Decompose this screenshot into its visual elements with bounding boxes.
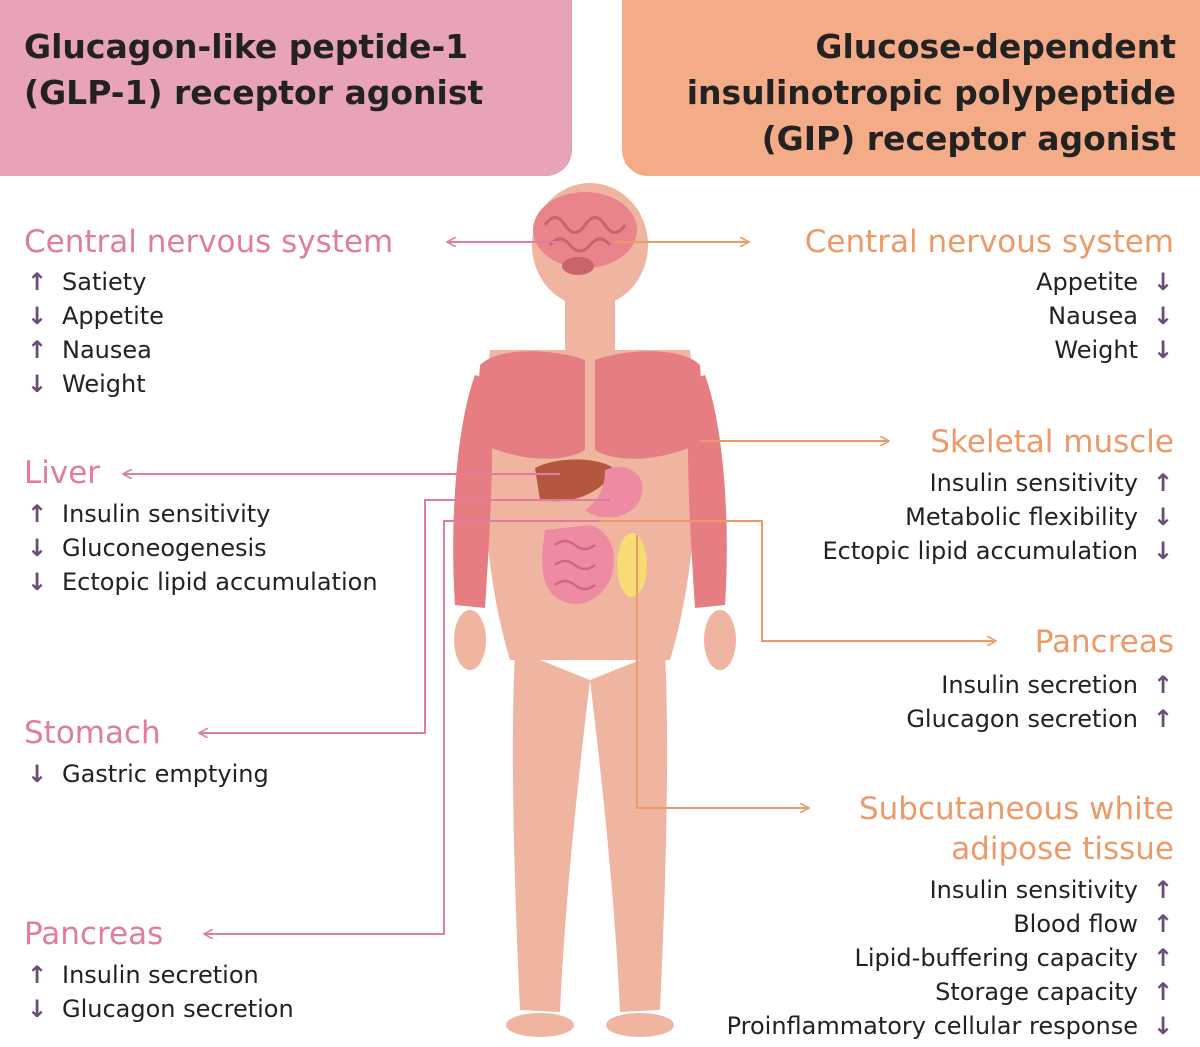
glp1-stomach-effect: ↓Gastric emptying <box>24 757 269 791</box>
gip-pancreas-title: Pancreas <box>1034 624 1174 660</box>
liver <box>535 459 615 502</box>
gip-header-line: insulinotropic polypeptide <box>686 73 1176 112</box>
gip-adipose-effect: Blood flow↑ <box>1013 907 1176 941</box>
adipose-tissue <box>617 533 647 597</box>
arrow-icon: ↓ <box>26 568 48 596</box>
glp1-header-line: (GLP-1) receptor agonist <box>24 73 484 112</box>
gip-adipose-effect: Insulin sensitivity↑ <box>930 873 1176 907</box>
gip-connectors <box>600 242 995 808</box>
arrow-icon: ↓ <box>1152 1012 1174 1040</box>
arrow-icon: ↑ <box>1152 469 1174 497</box>
glp1-cns-effect: ↑Nausea <box>24 333 152 367</box>
gip-adipose-effect: Lipid-buffering capacity↑ <box>854 941 1176 975</box>
intestines <box>542 525 614 604</box>
gip-muscle-effect: Ectopic lipid accumulation↓ <box>822 534 1176 568</box>
arrow-icon: ↓ <box>1152 302 1174 330</box>
glp1-liver-title: Liver <box>24 455 101 491</box>
connector-glp1-pancreas <box>205 520 600 934</box>
gip-pancreas-effect: Insulin secretion↑ <box>941 668 1176 702</box>
arrow-icon: ↓ <box>1152 503 1174 531</box>
glp1-cns-effect: ↓Appetite <box>24 299 164 333</box>
gip-header-line: (GIP) receptor agonist <box>761 119 1176 158</box>
arrow-icon: ↓ <box>26 760 48 788</box>
arrow-icon: ↑ <box>26 961 48 989</box>
glp1-liver-effect: ↑Insulin sensitivity <box>24 497 270 531</box>
connector-glp1-stomach <box>200 499 610 733</box>
glp1-cns-title: Central nervous system <box>24 224 394 260</box>
skeletal-muscles <box>453 351 727 608</box>
arrow-icon: ↓ <box>26 995 48 1023</box>
brain <box>533 192 637 275</box>
connector-gip-adipose <box>636 535 808 808</box>
gip-header: Glucose-dependent insulinotropic polypep… <box>622 0 1200 176</box>
glp1-pancreas-effect: ↑Insulin secretion <box>24 958 259 992</box>
arrow-icon: ↑ <box>1152 671 1174 699</box>
glp1-pancreas-effect: ↓Glucagon secretion <box>24 992 294 1026</box>
arrow-icon: ↑ <box>1152 705 1174 733</box>
arrow-icon: ↓ <box>26 534 48 562</box>
arrow-icon: ↓ <box>26 370 48 398</box>
arrow-icon: ↑ <box>26 500 48 528</box>
glp1-pancreas-title: Pancreas <box>24 916 164 952</box>
gip-adipose-effect: Storage capacity↑ <box>935 975 1176 1009</box>
gip-muscle-effect: Metabolic flexibility↓ <box>905 500 1176 534</box>
arrow-icon: ↑ <box>1152 876 1174 904</box>
gip-adipose-title: adipose tissue <box>951 831 1174 867</box>
gip-muscle-title: Skeletal muscle <box>930 424 1174 460</box>
glp1-header: Glucagon-like peptide-1 (GLP-1) receptor… <box>0 0 572 176</box>
arrow-icon: ↑ <box>26 268 48 296</box>
gip-cns-effect: Nausea↓ <box>1048 299 1176 333</box>
glp1-stomach-title: Stomach <box>24 715 161 751</box>
gip-pancreas-effect: Glucagon secretion↑ <box>906 702 1176 736</box>
gip-adipose-title: Subcutaneous white <box>858 791 1174 827</box>
glp1-cns-effect: ↑Satiety <box>24 265 146 299</box>
gip-cns-title: Central nervous system <box>804 224 1174 260</box>
gip-muscle-effect: Insulin sensitivity↑ <box>930 466 1176 500</box>
arrow-icon: ↑ <box>1152 978 1174 1006</box>
human-body <box>454 183 736 1037</box>
glp1-liver-effect: ↓Ectopic lipid accumulation <box>24 565 378 599</box>
glp1-connectors <box>124 242 610 934</box>
gip-adipose-effect: Proinflammatory cellular response↓ <box>727 1009 1176 1043</box>
arrow-icon: ↑ <box>1152 944 1174 972</box>
connector-gip-pancreas <box>600 520 995 641</box>
glp1-header-line: Glucagon-like peptide-1 <box>24 27 469 66</box>
arrow-icon: ↓ <box>26 302 48 330</box>
glp1-liver-effect: ↓Gluconeogenesis <box>24 531 267 565</box>
arrow-icon: ↓ <box>1152 268 1174 296</box>
glp1-cns-effect: ↓Weight <box>24 367 146 401</box>
gip-cns-effect: Weight↓ <box>1054 333 1176 367</box>
arrow-icon: ↓ <box>1152 336 1174 364</box>
arrow-icon: ↑ <box>26 336 48 364</box>
arrow-icon: ↓ <box>1152 537 1174 565</box>
stomach <box>585 467 643 518</box>
arrow-icon: ↑ <box>1152 910 1174 938</box>
gip-cns-effect: Appetite↓ <box>1036 265 1176 299</box>
gip-header-line: Glucose-dependent <box>815 27 1176 66</box>
